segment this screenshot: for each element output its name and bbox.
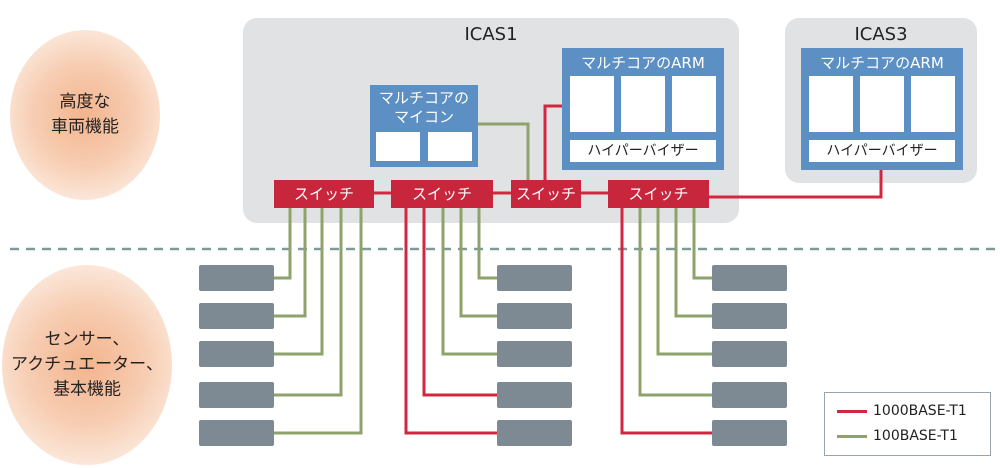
wire-s2-d4	[422, 208, 497, 397]
legend-swatch-red	[837, 410, 867, 413]
arm-core	[672, 76, 716, 132]
icas1-arm-label: マルチコアのARM	[581, 54, 705, 72]
upper-zone-glow: 高度な 車両機能	[10, 30, 160, 200]
device-node	[497, 303, 572, 329]
icas1-arm: マルチコアのARM ハイパーバイザー	[562, 48, 724, 170]
mcu-core	[428, 132, 472, 161]
wire-switch3-arm1	[543, 104, 562, 185]
switch-2: スイッチ	[391, 180, 493, 208]
icas3-title: ICAS3	[854, 24, 908, 45]
device-node	[199, 382, 274, 408]
wire-s2-d3	[441, 208, 497, 356]
device-node	[199, 341, 274, 367]
device-node	[712, 382, 787, 408]
switch-4: スイッチ	[608, 180, 709, 208]
device-node	[199, 303, 274, 329]
wire-mcu-switch3	[478, 122, 530, 185]
icas1-title: ICAS1	[464, 24, 518, 45]
legend-swatch-green	[837, 435, 867, 438]
device-node	[497, 341, 572, 367]
upper-zone-label: 高度な 車両機能	[51, 92, 119, 137]
icas3-hypervisor: ハイパーバイザー	[809, 140, 955, 162]
wire-s4-d4	[638, 208, 712, 397]
wire-s2-d2	[459, 208, 497, 318]
wire-s4-d1	[692, 208, 712, 280]
device-node	[199, 265, 274, 291]
switch-1: スイッチ	[274, 180, 374, 208]
wire-s1-d1	[274, 208, 292, 280]
icas1-mcu: マルチコアの マイコン	[370, 85, 478, 167]
icas3-arm-label: マルチコアのARM	[820, 54, 944, 72]
device-node	[497, 265, 572, 291]
wire-s2-d5	[404, 208, 497, 435]
device-node	[712, 303, 787, 329]
wire-s4-d5	[620, 208, 712, 435]
wire-s4-d3	[656, 208, 712, 356]
device-node	[497, 382, 572, 408]
legend: 1000BASE-T1 100BASE-T1	[824, 392, 991, 456]
wire-s1-d3	[274, 208, 324, 356]
wire-s4-d2	[674, 208, 712, 318]
device-node	[712, 420, 787, 446]
wire-s1-d4	[274, 208, 343, 397]
device-node	[712, 265, 787, 291]
switch-3: スイッチ	[511, 180, 581, 208]
icas3-arm: マルチコアのARM ハイパーバイザー	[801, 48, 963, 170]
arm-core	[621, 76, 665, 132]
mcu-core	[376, 132, 420, 161]
device-node	[712, 341, 787, 367]
arm-core	[860, 76, 904, 132]
icas1-mcu-label: マルチコアの マイコン	[378, 89, 469, 126]
wire-s1-d2	[274, 208, 307, 318]
lower-zone-glow: センサー、 アクチュエーター、 基本機能	[2, 265, 172, 465]
wire-s1-d5	[274, 208, 363, 435]
arm-core	[911, 76, 955, 132]
device-node	[497, 420, 572, 446]
device-node	[199, 420, 274, 446]
icas1-hypervisor: ハイパーバイザー	[570, 140, 716, 162]
legend-label: 100BASE-T1	[873, 428, 958, 444]
arm-core	[570, 76, 614, 132]
wire-s2-d1	[477, 208, 497, 280]
arm-core	[809, 76, 853, 132]
lower-zone-label: センサー、 アクチュエーター、 基本機能	[11, 329, 163, 400]
legend-label: 1000BASE-T1	[873, 403, 967, 419]
wire-switch4-icas3	[709, 168, 883, 199]
